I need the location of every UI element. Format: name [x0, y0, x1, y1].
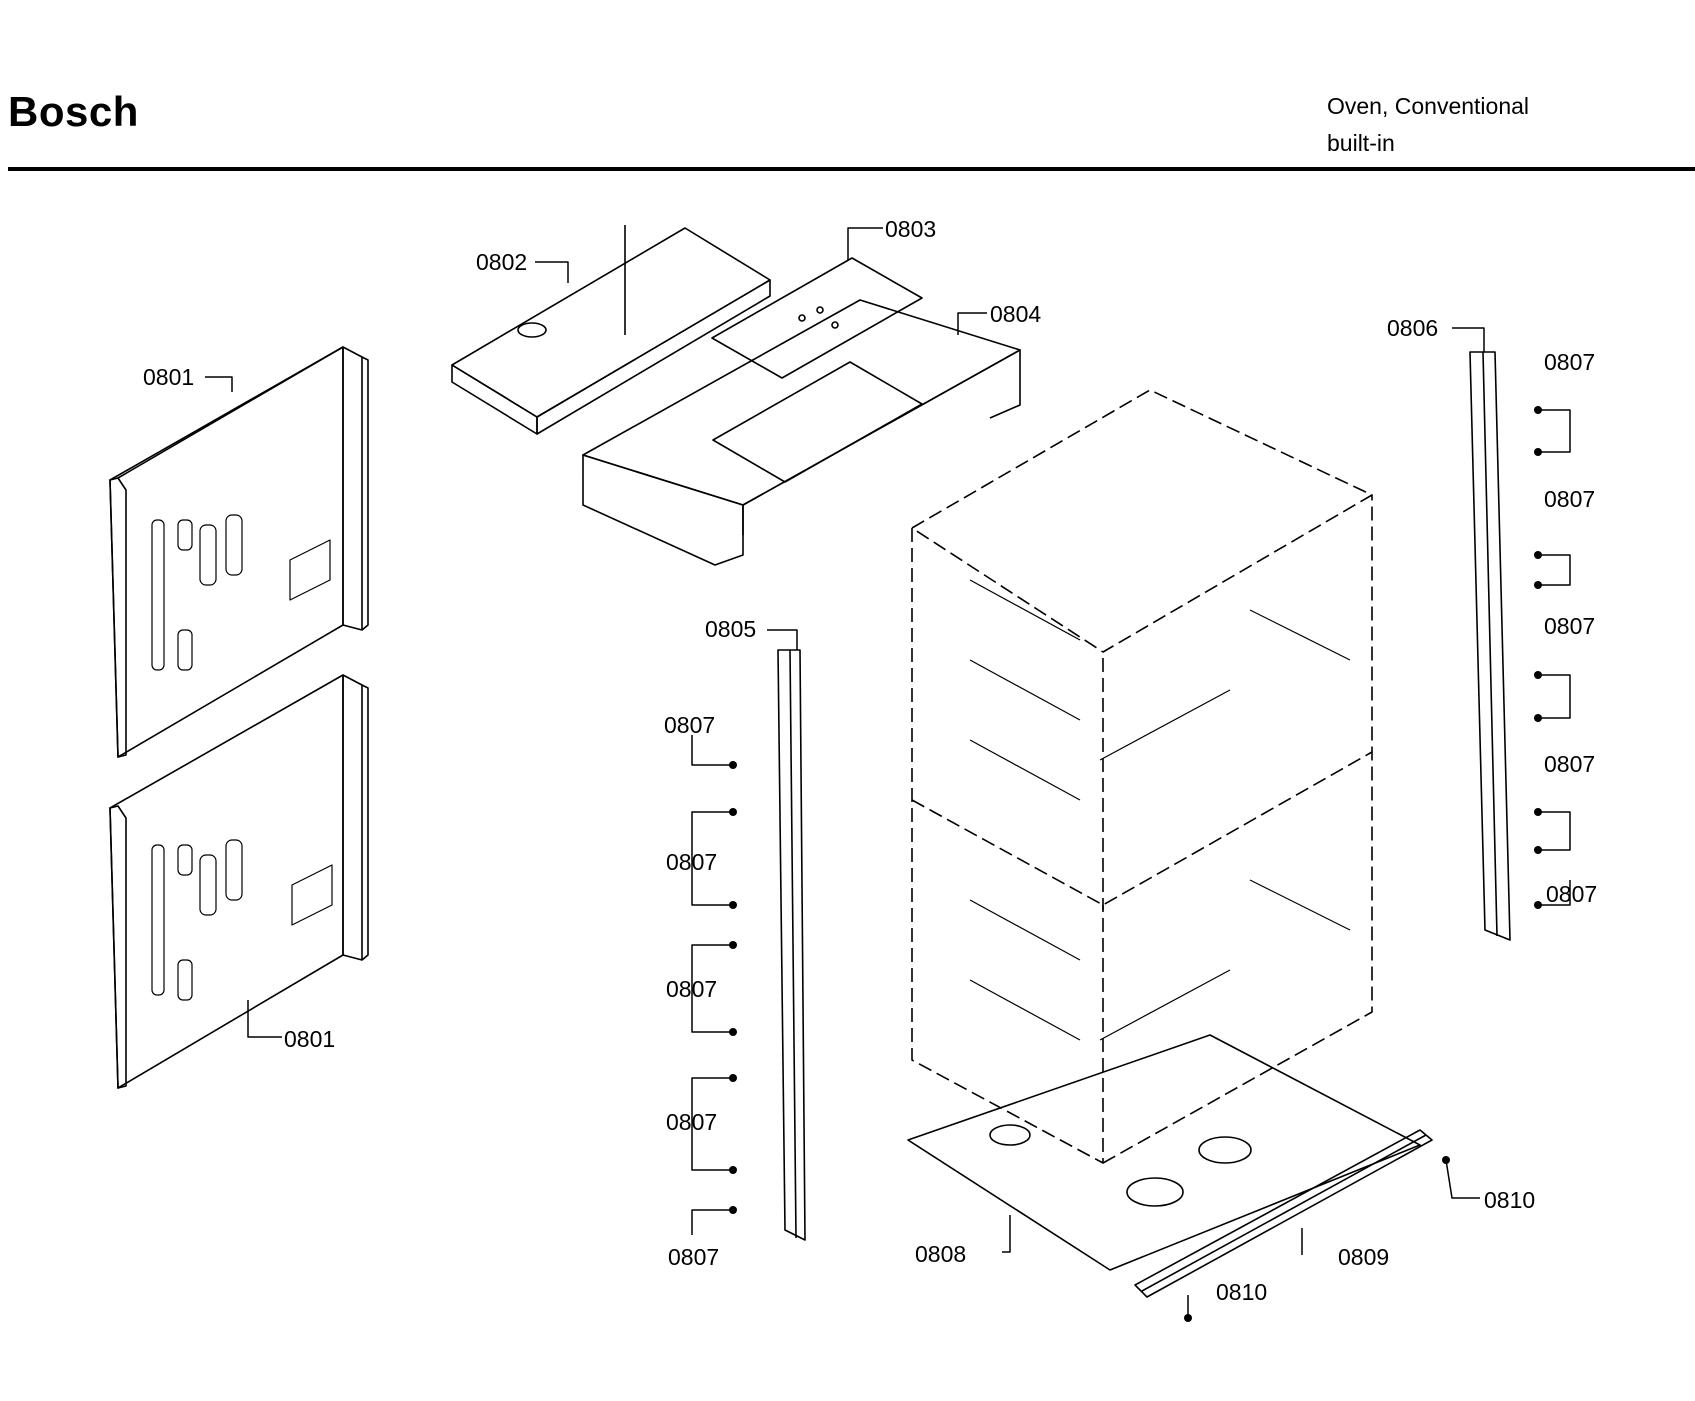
label-0807-left-5: 0807 [668, 1244, 719, 1270]
label-0807-right-4: 0807 [1544, 751, 1595, 777]
header-rule [8, 167, 1695, 171]
product-type: Oven, Conventional [1327, 93, 1530, 119]
label-0807-left-2: 0807 [666, 849, 717, 875]
side-panel-upper [109, 346, 369, 758]
label-0807-right-3: 0807 [1544, 613, 1595, 639]
label-0809: 0809 [1338, 1244, 1389, 1270]
brand-name: Bosch [8, 88, 139, 135]
label-0807-right-2: 0807 [1544, 486, 1595, 512]
right-side-rail [1469, 351, 1511, 941]
label-0807-left-3: 0807 [666, 976, 717, 1002]
label-0807-left-4: 0807 [666, 1109, 717, 1135]
top-cover [451, 225, 771, 435]
label-0807-right-1: 0807 [1544, 349, 1595, 375]
left-side-rail [777, 649, 806, 1241]
label-0807-right-5: 0807 [1546, 881, 1597, 907]
product-subtype: built-in [1327, 130, 1395, 156]
screw-markers [729, 406, 1542, 1322]
label-0802: 0802 [476, 249, 527, 275]
label-0808: 0808 [915, 1241, 966, 1267]
label-0805: 0805 [705, 616, 756, 642]
side-panel-lower [109, 674, 369, 1089]
label-0803: 0803 [885, 216, 936, 242]
front-trim [1134, 1129, 1433, 1298]
label-0807-left-1: 0807 [664, 712, 715, 738]
product-description: Oven, Conventional built-in [1327, 88, 1529, 162]
part-labels: 0801 0801 0802 0803 0804 0805 0806 0807 … [143, 216, 1597, 1305]
label-0801-lower: 0801 [284, 1026, 335, 1052]
label-0810-bottom: 0810 [1216, 1279, 1267, 1305]
label-0810-right: 0810 [1484, 1187, 1535, 1213]
bottom-panel [907, 1034, 1421, 1271]
leader-lines [205, 227, 1571, 1318]
heat-shield-plate [711, 257, 923, 379]
label-0801-upper: 0801 [143, 364, 194, 390]
top-frame [582, 299, 1021, 566]
oven-cavity-frame [911, 389, 1373, 1164]
label-0804: 0804 [990, 301, 1041, 327]
label-0806: 0806 [1387, 315, 1438, 341]
